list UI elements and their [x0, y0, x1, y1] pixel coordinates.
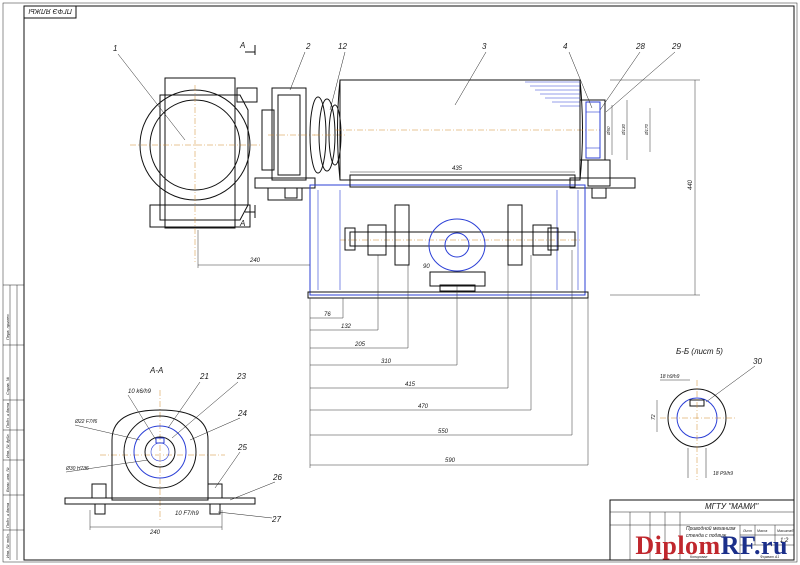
dim-bb-side: 72 — [651, 414, 657, 420]
dim-470: 470 — [418, 404, 429, 410]
dim-310: 310 — [381, 359, 392, 365]
dim-90: 90 — [423, 264, 430, 270]
title-copy: Копировал — [690, 555, 707, 559]
dim-76: 76 — [324, 312, 331, 318]
dim-435: 435 — [452, 166, 463, 172]
callout-28: 28 — [635, 42, 645, 51]
callout-21: 21 — [199, 372, 209, 381]
callout-4: 4 — [563, 42, 568, 51]
inner-frame — [23, 5, 795, 561]
title-name-1: Приводной механизм — [686, 525, 736, 532]
title-block: МГТУ "МАМИ" Приводной механизм стенда с … — [609, 499, 795, 561]
callout-27: 27 — [271, 515, 281, 524]
title-format: Формат A1 — [760, 555, 779, 559]
section-aa-title: А-А — [149, 366, 163, 375]
callout-1: 1 — [113, 44, 117, 53]
dim-205: 205 — [354, 342, 366, 348]
dims-ladder: 76 132 205 310 415 470 550 590 — [309, 250, 589, 468]
dim-440: 440 — [688, 179, 694, 190]
callout-23: 23 — [236, 372, 246, 381]
watermark-logo: DiplomRF.ru — [635, 531, 788, 561]
callout-30: 30 — [753, 357, 762, 366]
watermark-suffix: RF.ru — [720, 531, 788, 560]
section-bb-title: Б-Б (лист 5) — [676, 347, 723, 356]
dim-aa-top: 10 k6/h9 — [128, 389, 152, 395]
dim-590: 590 — [445, 458, 456, 464]
section-bb: Б-Б (лист 5) 18 h9/h9 72 18 P9/h9 30 — [651, 347, 762, 480]
section-mark-bottom: А — [239, 219, 245, 228]
drum-hatching — [525, 81, 580, 107]
dim-aa-bottom: 10 F7/h9 — [175, 511, 199, 517]
callout-3: 3 — [482, 42, 487, 51]
dim-aa-left2: Ø30 H7/f6 — [65, 466, 89, 472]
callout-2: 2 — [305, 42, 311, 51]
dim-240-aa: 240 — [149, 530, 161, 536]
dim-132: 132 — [341, 324, 352, 330]
callouts-main: 1 2 12 3 4 28 29 — [113, 42, 681, 141]
dim-phi-shaft: Ø50 — [606, 126, 611, 136]
dims-main: 435 440 240 90 Ø50 Ø130 Ø170 — [197, 79, 700, 296]
strip-text-6: Инв. № подл. — [5, 533, 10, 558]
title-scale: 1:2 — [780, 538, 789, 544]
strip-text-5: Подп. и дата — [5, 502, 10, 528]
stamp-text: ПГФЭ ЯЛЖЫ — [28, 7, 72, 14]
watermark-main: Diplom — [635, 531, 721, 560]
strip-text-4: Взам. инв. № — [5, 467, 10, 492]
dim-415: 415 — [405, 382, 416, 388]
title-mass: Масса — [757, 529, 767, 533]
title-lit: Лист — [742, 529, 752, 533]
strip-text-2: Подп. и дата — [5, 402, 10, 428]
dim-550: 550 — [438, 429, 449, 435]
right-bearing — [569, 99, 636, 199]
callout-29: 29 — [671, 42, 681, 51]
title-org: МГТУ "МАМИ" — [705, 502, 759, 511]
motor — [130, 77, 262, 262]
section-marks: А А — [239, 41, 256, 228]
lower-shaft — [340, 204, 580, 292]
dim-aa-left1: Ø22 F7/f6 — [74, 419, 97, 425]
drum — [335, 79, 600, 181]
dim-bb-bottom: 18 P9/h9 — [713, 471, 733, 477]
strip-text-3: Инв. № дубл. — [5, 433, 10, 458]
dim-phi-a: Ø130 — [621, 123, 626, 136]
callout-26: 26 — [272, 473, 282, 482]
title-masshtab: Масштаб — [777, 529, 794, 533]
title-name-2: стенда с подвиж. — [686, 533, 728, 539]
callout-12: 12 — [338, 42, 347, 51]
dim-phi-b: Ø170 — [644, 123, 649, 136]
side-strip: Перв. примен. Справ. № Подп. и дата Инв.… — [3, 284, 24, 560]
strip-text-1: Справ. № — [5, 376, 10, 395]
base-frame — [307, 174, 589, 299]
callout-25: 25 — [237, 443, 247, 452]
belt-pulley — [309, 96, 345, 174]
strip-text-0: Перв. примен. — [5, 313, 10, 340]
section-mark-top: А — [239, 41, 245, 50]
top-left-stamp: ПГФЭ ЯЛЖЫ — [23, 5, 77, 19]
dim-240-main: 240 — [249, 258, 261, 264]
pulley-assembly — [254, 87, 316, 201]
callout-24: 24 — [237, 409, 247, 418]
dim-bb-top: 18 h9/h9 — [660, 374, 680, 380]
section-aa: А-А 240 10 k6/h9 Ø22 F7/f6 Ø30 H7/f6 10 … — [64, 366, 282, 536]
